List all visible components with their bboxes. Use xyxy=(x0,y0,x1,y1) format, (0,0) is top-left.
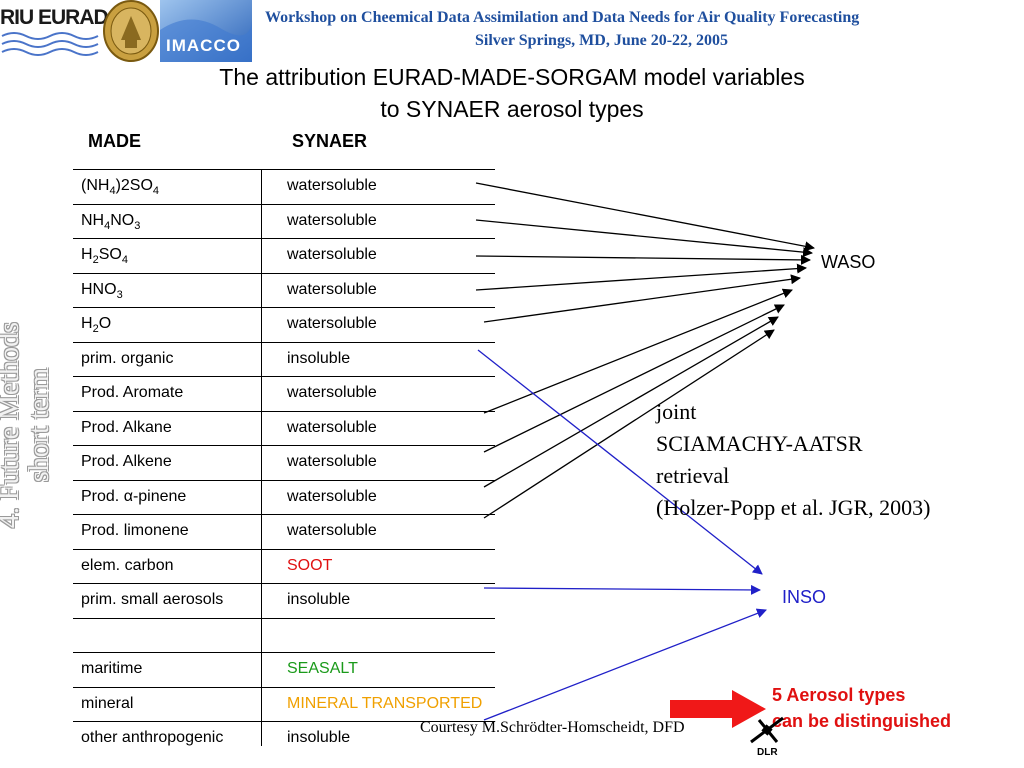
table-row: Prod. α-pinene watersoluble xyxy=(73,481,495,515)
made-variable-cell: prim. organic xyxy=(81,349,174,367)
table-row: other anthropogenic insoluble xyxy=(73,722,495,756)
table-row: (NH4)2SO4 watersoluble xyxy=(73,169,495,205)
section-watermark-line-1: 4. Future Methods xyxy=(0,321,25,529)
arrow-to-waso xyxy=(475,182,815,252)
table-row: elem. carbon SOOT xyxy=(73,550,495,584)
retrieval-note-line-3: retrieval xyxy=(656,463,730,488)
synaer-type-cell: watersoluble xyxy=(287,418,377,436)
summary-line-1: 5 Aerosol types xyxy=(772,685,906,705)
target-waso-label: WASO xyxy=(821,252,876,272)
table-row: maritime SEASALT xyxy=(73,653,495,688)
synaer-type-cell: watersoluble xyxy=(287,384,377,401)
table-row: H2O watersoluble xyxy=(73,308,495,343)
column-header-made: MADE xyxy=(88,131,141,151)
arrow-to-waso xyxy=(475,254,811,265)
synaer-type-cell: watersoluble xyxy=(287,315,377,332)
column-header-synaer: SYNAER xyxy=(292,131,368,151)
table-row: prim. organic insoluble xyxy=(73,343,495,377)
slide-title-line-2: to SYNAER aerosol types xyxy=(380,96,644,122)
wave-icon xyxy=(1,32,99,56)
workshop-location-date: Silver Springs, MD, June 20-22, 2005 xyxy=(475,32,729,49)
made-variable-cell: maritime xyxy=(81,660,143,677)
arrow-to-waso xyxy=(475,219,813,258)
workshop-title: Workshop on Cheemical Data Assimilation … xyxy=(265,9,860,26)
made-variable-cell: NH4NO3 xyxy=(81,211,141,232)
table-row: Prod. Alkene watersoluble xyxy=(73,446,495,481)
synaer-type-cell: SEASALT xyxy=(287,660,358,677)
table-row: H2SO4 watersoluble xyxy=(73,239,495,274)
courtesy-credit: Courtesy M.Schrödter-Homscheidt, DFD xyxy=(420,719,685,736)
table-column-divider xyxy=(261,169,262,746)
slide-title-line-1: The attribution EURAD-MADE-SORGAM model … xyxy=(219,64,805,90)
arrow-to-waso xyxy=(483,274,801,323)
dlr-logo-text: DLR xyxy=(757,747,778,758)
imacco-logo-image-icon xyxy=(160,0,252,62)
made-variable-cell: (NH4)2SO4 xyxy=(81,177,160,198)
dlr-logo-icon xyxy=(750,716,784,744)
table-row: NH4NO3 watersoluble xyxy=(73,205,495,239)
university-seal-icon xyxy=(103,0,159,62)
attribution-table: (NH4)2SO4 watersoluble NH4NO3 watersolub… xyxy=(73,169,495,756)
synaer-type-cell: watersoluble xyxy=(287,453,377,470)
retrieval-note: joint SCIAMACHY-AATSR retrieval (Holzer-… xyxy=(656,396,931,524)
synaer-type-cell: watersoluble xyxy=(287,522,377,539)
retrieval-note-line-1: joint xyxy=(656,399,697,424)
arrow-to-waso xyxy=(475,263,807,291)
table-row: prim. small aerosols insoluble xyxy=(73,584,495,619)
made-variable-cell: Prod. Alkane xyxy=(81,418,172,436)
synaer-type-cell: insoluble xyxy=(287,729,351,746)
synaer-type-cell: watersoluble xyxy=(287,177,377,194)
eurad-logo-text: RIU EURAD xyxy=(0,6,109,29)
red-arrow-icon xyxy=(670,690,766,728)
retrieval-note-line-4: (Holzer-Popp et al. JGR, 2003) xyxy=(656,495,931,520)
made-variable-cell: prim. small aerosols xyxy=(81,591,224,608)
arrow-to-inso xyxy=(483,584,761,595)
section-watermark: 4. Future Methods short term xyxy=(0,300,55,550)
target-inso-label: INSO xyxy=(782,587,827,607)
imacco-logo-text: IMACCO xyxy=(166,36,241,55)
made-variable-cell: H2SO4 xyxy=(81,246,128,267)
table-row: Prod. Aromate watersoluble xyxy=(73,377,495,412)
synaer-type-cell: insoluble xyxy=(287,591,351,608)
synaer-type-cell: watersoluble xyxy=(287,211,377,229)
eurad-logo: RIU EURAD xyxy=(0,4,109,62)
synaer-type-cell: watersoluble xyxy=(287,246,377,263)
dlr-logo: DLR xyxy=(745,712,789,762)
table-row: Prod. Alkane watersoluble xyxy=(73,412,495,446)
synaer-type-cell: SOOT xyxy=(287,556,333,574)
table-row: HNO3 watersoluble xyxy=(73,274,495,308)
made-variable-cell: Prod. Alkene xyxy=(81,453,172,470)
summary-line-2: can be distinguished xyxy=(772,711,952,731)
made-variable-cell: elem. carbon xyxy=(81,556,174,574)
imacco-logo: IMACCO xyxy=(160,0,252,62)
made-variable-cell: Prod. limonene xyxy=(81,522,189,539)
made-variable-cell: mineral xyxy=(81,694,134,712)
made-variable-cell: Prod. Aromate xyxy=(81,384,184,401)
made-variable-cell: Prod. α-pinene xyxy=(81,487,187,505)
synaer-type-cell: MINERAL TRANSPORTED xyxy=(287,694,483,712)
table-row xyxy=(73,619,495,653)
table-row: Prod. limonene watersoluble xyxy=(73,515,495,550)
synaer-type-cell: watersoluble xyxy=(287,280,377,298)
table-row: mineral MINERAL TRANSPORTED xyxy=(73,688,495,722)
made-variable-cell: HNO3 xyxy=(81,280,123,301)
made-variable-cell: other anthropogenic xyxy=(81,729,224,746)
arrow-to-waso xyxy=(483,288,793,414)
section-watermark-line-2: short term xyxy=(24,367,55,483)
synaer-type-cell: insoluble xyxy=(287,349,351,367)
made-variable-cell: H2O xyxy=(81,315,112,336)
retrieval-note-line-2: SCIAMACHY-AATSR xyxy=(656,431,863,456)
synaer-type-cell: watersoluble xyxy=(287,487,377,505)
